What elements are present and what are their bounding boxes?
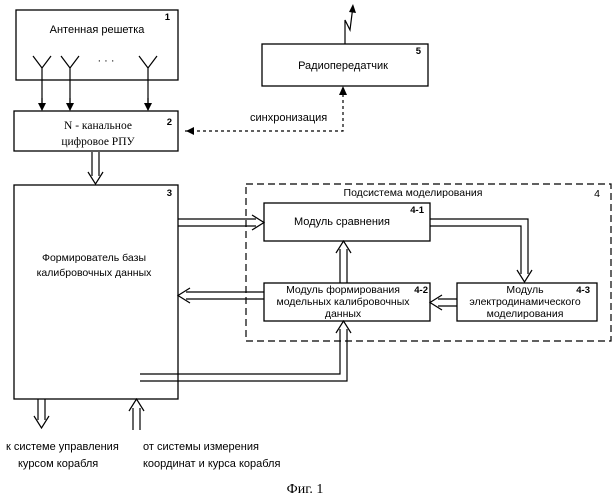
sync-label: синхронизация <box>250 112 327 124</box>
comparison-label: Модуль сравнения <box>294 216 390 228</box>
model-formation-to-former-arrow <box>178 288 264 303</box>
former-label-line1: Формирователь базы <box>42 252 146 264</box>
receiver-to-former-arrow <box>88 152 103 184</box>
transmitter-block: Радиопередатчик 5 <box>262 4 428 86</box>
former-to-ship-control-arrow <box>34 399 49 428</box>
electrodynamic-line2: электродинамического <box>469 296 580 308</box>
to-ship-control-line2: курсом корабля <box>18 458 98 470</box>
antenna-array-number: 1 <box>165 12 171 23</box>
model-formation-line2: модельных калибровочных <box>276 296 410 308</box>
to-ship-control-line1: к системе управления <box>6 441 119 453</box>
receiver-label-line1: N - канальное <box>64 120 132 132</box>
model-formation-number: 4-2 <box>414 285 428 296</box>
figure-caption: Фиг. 1 <box>287 482 324 497</box>
transmitter-number: 5 <box>416 46 422 57</box>
sync-connection: синхронизация <box>185 86 347 135</box>
comparison-to-electrodynamic-arrow <box>430 219 532 282</box>
from-measurement-line2: координат и курса корабля <box>143 458 280 470</box>
electrodynamic-number: 4-3 <box>576 285 590 296</box>
model-formation-line1: Модуль формирования <box>286 284 400 296</box>
comparison-module-block: Модуль сравнения 4-1 <box>264 203 430 241</box>
receiver-block: N - канальное цифровое РПУ 2 <box>14 111 178 151</box>
transmitter-label: Радиопередатчик <box>298 60 388 72</box>
receiver-label-line2: цифровое РПУ <box>61 136 135 148</box>
receiver-number: 2 <box>167 117 172 128</box>
comparison-number: 4-1 <box>410 205 424 216</box>
model-formation-to-comparison-arrow <box>336 241 351 283</box>
antenna-dots: · · · <box>97 55 114 67</box>
antenna-array-label: Антенная решетка <box>50 24 146 36</box>
subsystem-label: Подсистема моделирования <box>344 187 483 199</box>
electrodynamic-line1: Модуль <box>506 284 544 296</box>
calibration-former-block: Формирователь базы калибровочных данных … <box>14 185 178 399</box>
former-to-comparison-arrow <box>178 215 264 230</box>
from-measurement-line1: от системы измерения <box>143 441 259 453</box>
model-formation-line3: данных <box>325 308 362 320</box>
former-label-line2: калибровочных данных <box>37 267 153 279</box>
model-formation-module-block: Модуль формирования модельных калибровоч… <box>264 283 430 321</box>
electrodynamic-line3: моделирования <box>487 308 564 320</box>
subsystem-number: 4 <box>594 188 600 200</box>
antenna-array-block: Антенная решетка 1 · · · <box>16 10 178 110</box>
former-number: 3 <box>167 188 172 199</box>
electrodynamic-to-model-formation-arrow <box>430 295 457 310</box>
electrodynamic-module-block: Модуль электродинамического моделировани… <box>457 283 597 321</box>
